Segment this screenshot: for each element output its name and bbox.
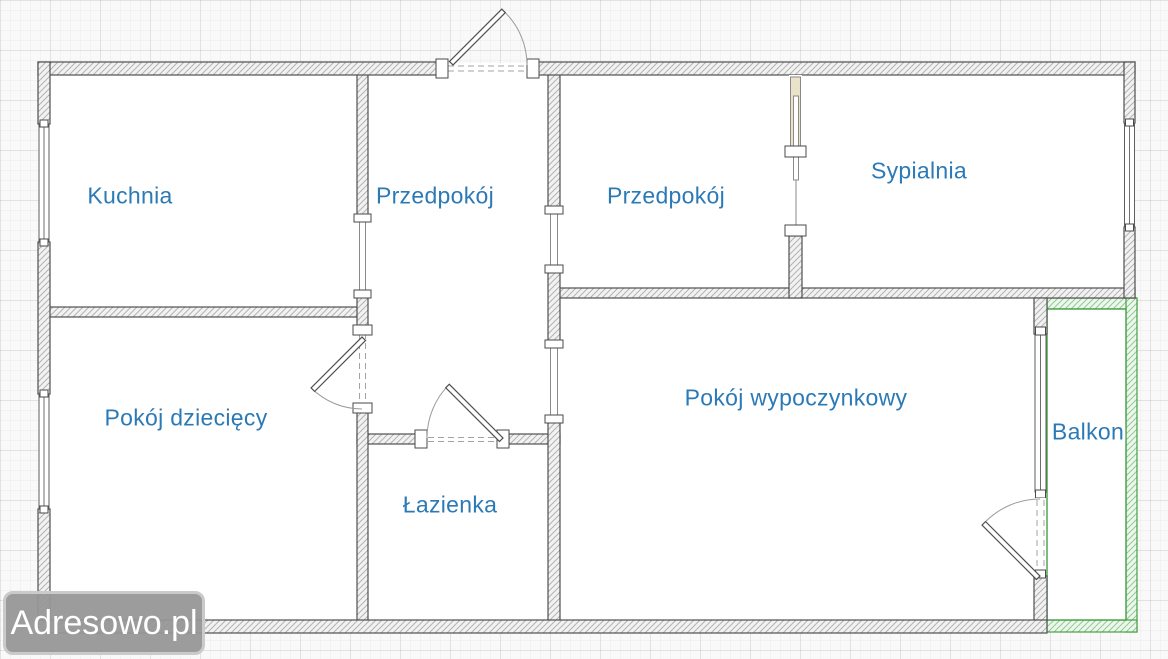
passage-hallway-living-room [544,339,564,424]
passage-kitchen-hallway [353,213,372,299]
bedroom-sliding-door [784,75,807,237]
room-label-hallway-right: Przedpokój [606,182,726,209]
entrance-door [435,8,540,79]
watermark-logo: Adresowo.pl [3,591,205,655]
room-label-bedroom: Sypialnia [870,157,968,184]
apartment-floor [44,68,1130,626]
bathroom-door [414,383,510,449]
room-label-kids-room: Pokój dziecięcy [104,404,268,431]
outer-walls [37,61,1136,634]
room-label-kitchen: Kuchnia [87,182,173,209]
room-label-balcony: Balkon [1051,418,1125,445]
kitchen-window [38,119,50,247]
passage-hallways [544,205,564,274]
room-label-living-room: Pokój wypoczynkowy [684,384,908,411]
balcony-structure [1046,297,1138,633]
kids-room-door [310,324,373,414]
bedroom-window [1124,118,1135,232]
balcony-window [1034,326,1047,499]
balcony-door [981,498,1046,581]
room-label-bathroom: Łazienka [402,491,498,518]
room-label-hallway-left: Przedpokój [375,182,495,209]
kids-room-window [38,389,50,514]
